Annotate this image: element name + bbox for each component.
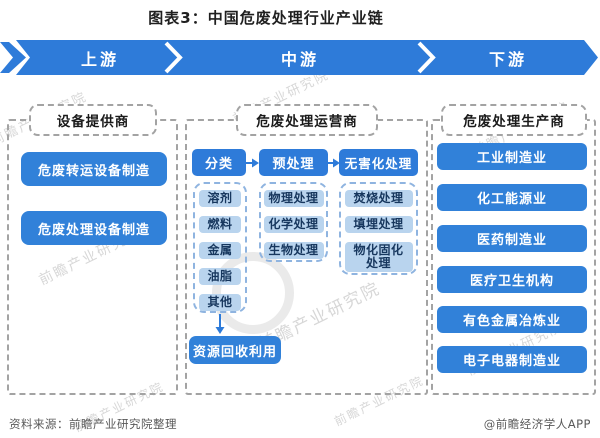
producer-pharmaceutical: 医药制造业 <box>437 225 587 252</box>
banner-separator-chevron-icon <box>164 41 183 74</box>
pretreatment-list: 物理处理 化学处理 生物处理 <box>259 182 328 262</box>
column-header-waste-producers: 危废处理生产商 <box>441 104 587 136</box>
producer-chemical-energy: 化工能源业 <box>437 184 587 211</box>
classification-list: 溶剂 燃料 金属 油脂 其他 <box>193 182 247 313</box>
banner-body-arrow <box>16 40 598 75</box>
producer-industrial: 工业制造业 <box>437 143 587 170</box>
producer-medical-health: 医疗卫生机构 <box>437 266 587 293</box>
stage-pretreatment: 预处理 <box>259 149 328 176</box>
app-credit: @前瞻经济学人APP <box>483 417 591 431</box>
list-item-chemical: 化学处理 <box>263 216 324 233</box>
list-item-metal: 金属 <box>199 242 241 259</box>
industry-chain-banner: 上游 中游 下游 <box>0 40 600 75</box>
banner-left-chevron-icon <box>0 42 26 73</box>
banner-separator-chevron-icon <box>417 41 436 74</box>
stage-classification: 分类 <box>192 149 246 176</box>
source-note: 资料来源：前瞻产业研究院整理 <box>9 417 177 431</box>
arrow-right-icon <box>246 158 259 168</box>
producer-nonferrous: 有色金属冶炼业 <box>437 306 587 333</box>
harmless-treatment-list: 焚烧处理 填埋处理 物化固化处理 <box>339 182 418 275</box>
list-item-fuel: 燃料 <box>199 216 241 233</box>
banner-arrow-band <box>0 40 598 75</box>
stage-harmless-treatment: 无害化处理 <box>339 149 418 176</box>
recycle-button: 资源回收利用 <box>189 336 281 364</box>
banner-segment-upstream: 上游 <box>80 49 119 69</box>
column-header-waste-operators: 危废处理运营商 <box>236 104 378 136</box>
banner-segment-midstream: 中游 <box>280 49 319 69</box>
list-item-solidification: 物化固化处理 <box>344 242 413 272</box>
arrow-right-icon <box>327 158 340 168</box>
banner-segment-downstream: 下游 <box>488 49 527 69</box>
equipment-item-transfer: 危废转运设备制造 <box>21 152 167 186</box>
list-item-solvent: 溶剂 <box>199 190 241 207</box>
list-item-grease: 油脂 <box>199 268 241 285</box>
column-header-equipment-providers: 设备提供商 <box>29 104 157 136</box>
list-item-landfill: 填埋处理 <box>344 216 413 233</box>
arrow-down-icon <box>215 314 225 334</box>
equipment-item-treatment: 危废处理设备制造 <box>21 211 167 245</box>
chart-title: 图表3：中国危废处理行业产业链 <box>148 9 384 27</box>
list-item-other: 其他 <box>199 294 241 311</box>
list-item-physical: 物理处理 <box>263 190 324 207</box>
producer-electronics: 电子电器制造业 <box>437 346 587 373</box>
list-item-biological: 生物处理 <box>263 242 324 259</box>
list-item-incineration: 焚烧处理 <box>344 190 413 207</box>
